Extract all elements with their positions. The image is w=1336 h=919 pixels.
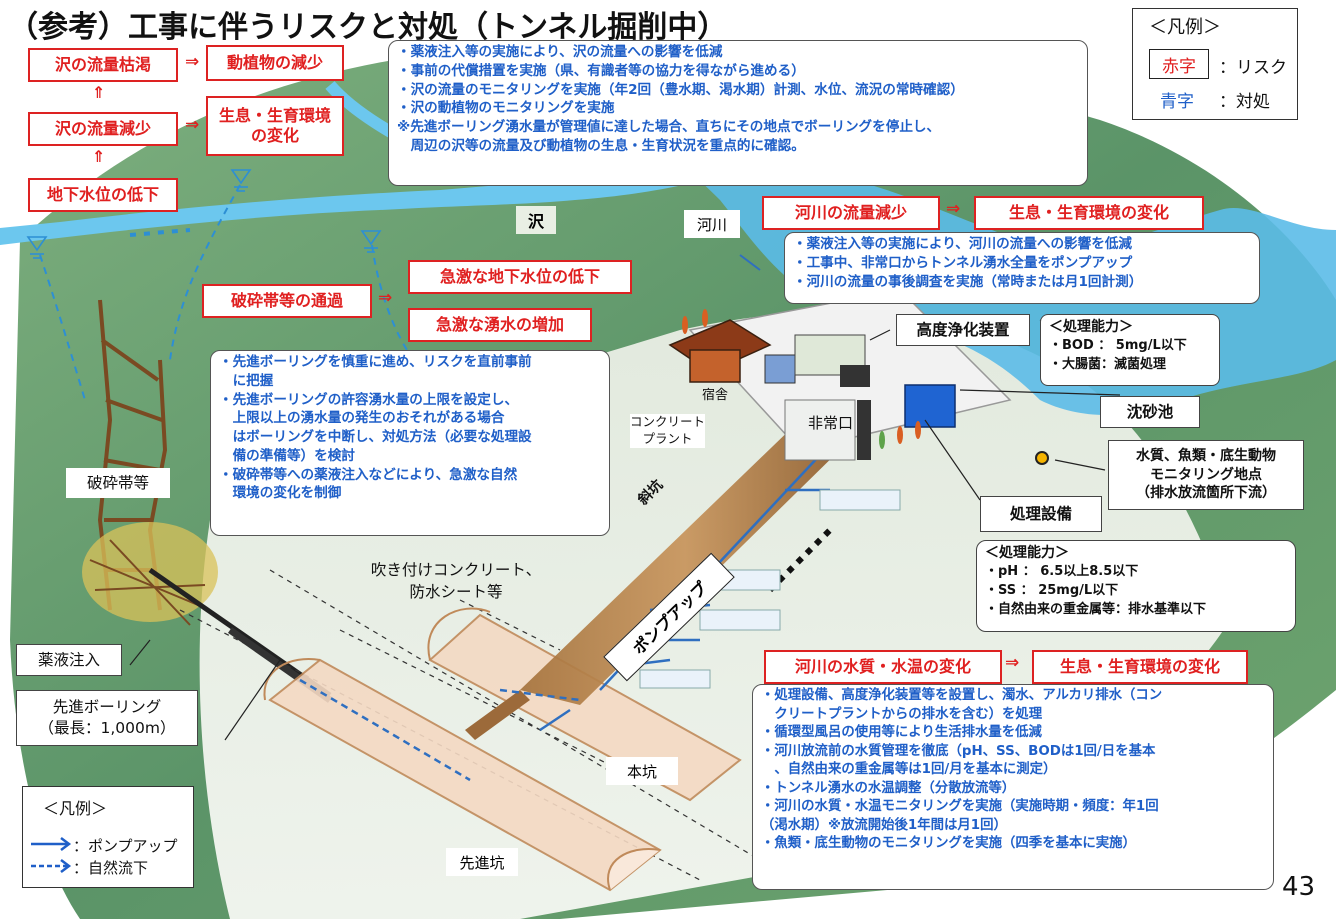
risk-doshokubutsu: 動植物の減少: [206, 45, 344, 81]
actions-boring-box: ・先進ボーリングを慎重に進め、リスクを直前事前 に把握 ・先進ボーリングの許容湧…: [210, 350, 610, 536]
capacity-koudo-box: ＜処理能力＞ ・BOD ： 5mg/L以下 ・大腸菌：滅菌処理: [1040, 314, 1220, 386]
legend-dashed-desc: ：自然流下: [73, 859, 149, 877]
arrow-right-2: ⇒: [185, 115, 200, 135]
actions-sawa-box: ・薬液注入等の実施により、沢の流量への影響を低減 ・事前の代償措置を実施（県、有…: [388, 40, 1088, 186]
action-line: ・破砕帯等への薬液注入などにより、急激な自然: [219, 466, 518, 483]
label-yakueki: 薬液注入: [16, 644, 122, 676]
label-shukusha: 宿舎: [702, 388, 729, 403]
label-honkou: 本坑: [606, 757, 678, 785]
action-line: 環境の変化を制御: [219, 485, 342, 502]
arrow-up-2: ⇑: [92, 147, 106, 166]
action-line: ・沢の動植物のモニタリングを実施: [397, 100, 615, 117]
risk-kasen-genshou: 河川の流量減少: [762, 196, 940, 230]
label-koudo-jouka: 高度浄化装置: [896, 314, 1030, 346]
capacity-line: ・大腸菌：滅菌処理: [1049, 357, 1167, 373]
action-line: ・工事中、非常口からトンネル湧水全量をポンプアップ: [793, 254, 1133, 271]
legend-blue-sample: 青字: [1160, 92, 1194, 112]
action-line: ・薬液注入等の実施により、河川の流量への影響を低減: [793, 236, 1133, 252]
stream: [0, 170, 720, 245]
label-senshinkou: 先進坑: [446, 848, 518, 876]
actions-river-box: ・薬液注入等の実施により、河川の流量への影響を低減 ・工事中、非常口からトンネル…: [784, 232, 1260, 304]
action-line: ・先進ボーリングの許容湧水量の上限を設定し、: [219, 391, 519, 408]
legend-risk-action: ＜凡例＞ 赤字 ：リスク 青字 ：対処: [1132, 8, 1298, 120]
arrow-right-3: ⇒: [946, 199, 961, 219]
arrow-right-1: ⇒: [185, 52, 200, 72]
legend-flow: ＜凡例＞ ：ポンプアップ ：自然流下: [22, 786, 194, 888]
action-line: ・河川の水質・水温モニタリングを実施（実施時期・頻度：年1回: [761, 799, 1159, 814]
action-line: に把握: [219, 372, 274, 389]
arrow-up-1: ⇑: [92, 83, 106, 102]
label-hasaitai: 破砕帯等: [66, 468, 170, 498]
risk-kyugeki-chikasui: 急激な地下水位の低下: [408, 260, 632, 294]
arrow-right-4: ⇒: [378, 288, 393, 308]
inclined-shaft: [520, 420, 850, 705]
label-fukitsuke: 吹き付けコンクリート、 防水シート等: [370, 560, 542, 601]
actions-water-box: ・処理設備、高度浄化装置等を設置し、濁水、アルカリ排水（コン クリートプラントか…: [752, 684, 1274, 890]
capacity-line: ＜処理能力＞: [1049, 319, 1133, 335]
page-title: （参考）工事に伴うリスクと対処（トンネル掘削中）: [8, 10, 728, 45]
label-chinsachi: 沈砂池: [1100, 396, 1200, 428]
action-line: ・魚類・底生動物のモニタリングを実施（四季を基本に実施）: [761, 836, 1136, 851]
risk-sawa-genshou: 沢の流量減少: [28, 112, 178, 146]
label-senshin-boring: 先進ボーリング （最長：1,000m）: [16, 690, 198, 746]
action-line: ・処理設備、高度浄化装置等を設置し、濁水、アルカリ排水（コン: [761, 688, 1163, 703]
legend-solid-desc: ：ポンプアップ: [73, 837, 178, 855]
action-line: はボーリングを中断し、対処方法（必要な処理設: [219, 429, 532, 445]
risk-hasaitai-tsuka: 破砕帯等の通過: [202, 284, 372, 318]
action-line: 周辺の沢等の流量及び動植物の生息・生育状況を重点的に確認。: [397, 137, 805, 154]
risk-chikasui-teika: 地下水位の低下: [28, 178, 178, 212]
label-monitoring: 水質、魚類・底生動物 モニタリング地点 （排水放流箇所下流）: [1108, 440, 1304, 510]
risk-sawa-karetaki: 沢の流量枯渇: [28, 48, 178, 82]
arrow-right-5: ⇒: [1005, 653, 1020, 673]
action-line: ・薬液注入等の実施により、沢の流量への影響を低減: [397, 44, 723, 60]
action-line: ・河川放流前の水質管理を徹底（pH、SS、BODは1回/日を基本: [761, 743, 1156, 759]
page-number: 43: [1282, 872, 1316, 902]
action-line: ・トンネル湧水の水温調整（分散放流等）: [761, 780, 1016, 796]
action-line: 備の準備等）を検討: [219, 447, 355, 464]
action-line: ※先進ボーリング湧水量が管理値に達した場合、直ちにその地点でボーリングを停止し、: [397, 119, 941, 135]
capacity-line: ＜処理能力＞: [985, 545, 1069, 561]
action-line: ・先進ボーリングを慎重に進め、リスクを直前事前: [219, 354, 532, 370]
risk-seisoku-henka-1: 生息・生育環境 の変化: [206, 96, 344, 156]
capacity-line: ・自然由来の重金属等：排水基準以下: [985, 601, 1207, 617]
label-concrete-plant: コンクリート プラント: [630, 414, 706, 448]
legend-arrow-icons: [31, 837, 72, 873]
label-hijoguchi: 非常口: [808, 414, 854, 432]
action-line: （渇水期）※放流開始後1年間は月1回）: [761, 817, 1007, 833]
label-kasen: 河川: [684, 210, 740, 238]
dormitory: [668, 319, 772, 383]
legend-red-sample: 赤字: [1149, 49, 1209, 79]
capacity-line: ・pH ： 6.5以上8.5以下: [985, 564, 1139, 580]
action-line: 上限以上の湧水量の発生のおそれがある場合: [219, 410, 505, 427]
label-shori-setsubi: 処理設備: [980, 496, 1102, 532]
risk-suishitsu-henka: 河川の水質・水温の変化: [764, 650, 1002, 684]
risk-kyugeki-yusui: 急激な湧水の増加: [408, 308, 592, 342]
action-line: ・沢の流量のモニタリングを実施（年2回（豊水期、渇水期）計測、水位、流況の常時確…: [397, 81, 964, 98]
legend-heading: ＜凡例＞: [43, 799, 108, 818]
monitoring-point: [1035, 451, 1049, 465]
risk-seisoku-henka-3: 生息・生育環境の変化: [1032, 650, 1248, 684]
legend-heading: ＜凡例＞: [1149, 17, 1221, 38]
action-line: クリートプラントからの排水を含む）を処理: [761, 706, 1043, 722]
risk-seisoku-henka-2: 生息・生育環境の変化: [974, 196, 1204, 230]
action-line: ・河川の流量の事後調査を実施（常時または月1回計測）: [793, 273, 1143, 290]
label-sawa: 沢: [516, 206, 556, 234]
capacity-shori-box: ＜処理能力＞ ・pH ： 6.5以上8.5以下 ・SS ： 25mg/L以下 ・…: [976, 540, 1296, 632]
capacity-line: ・SS ： 25mg/L以下: [985, 583, 1119, 599]
action-line: ・事前の代償措置を実施（県、有識者等の協力を得ながら進める）: [397, 62, 805, 79]
main-tunnel: [428, 613, 742, 802]
action-line: 、自然由来の重金属等は1回/月を基本に測定）: [761, 762, 1057, 777]
capacity-line: ・BOD ： 5mg/L以下: [1049, 338, 1187, 354]
legend-red-desc: ：リスク: [1219, 58, 1287, 78]
action-line: ・循環型風呂の使用等により生活排水量を低減: [761, 725, 1042, 740]
legend-blue-desc: ：対処: [1219, 92, 1270, 112]
